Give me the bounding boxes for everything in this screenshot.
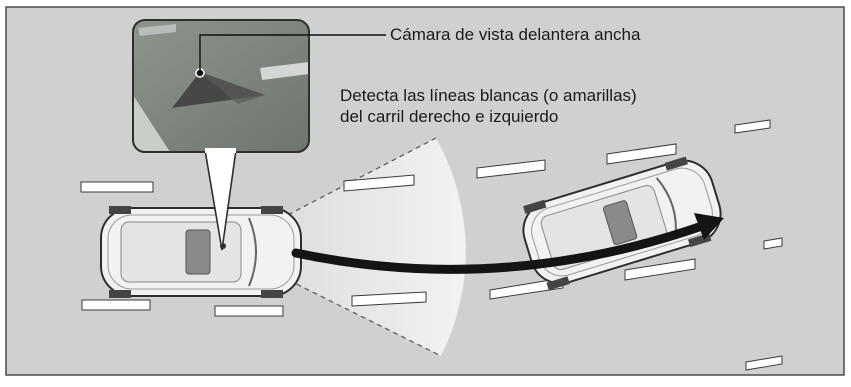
curved-arrow-icon: [291, 213, 724, 274]
lane-dash: [624, 258, 696, 281]
camera-leader-line: [199, 34, 386, 73]
vehicle-current-position: [100, 206, 302, 298]
lane-dash: [763, 237, 783, 250]
lane-dash: [606, 143, 677, 165]
vehicle-after-correction: [522, 156, 722, 291]
lane-dash: [80, 181, 154, 193]
camera-label: Cámara de vista delantera ancha: [390, 25, 641, 44]
detection-label-line-1: Detecta las líneas blancas (o amarillas): [340, 86, 637, 105]
detection-label-line-2: del carril derecho e izquierdo: [340, 107, 559, 126]
lane-dash: [734, 119, 771, 134]
lane-dash: [489, 277, 564, 300]
camera-view-inset: [132, 19, 386, 251]
lane-dash: [745, 355, 783, 371]
lane-dash: [81, 299, 151, 311]
lane-dash: [476, 159, 546, 179]
lane-dash: [214, 305, 284, 317]
detection-zone: [223, 137, 466, 357]
